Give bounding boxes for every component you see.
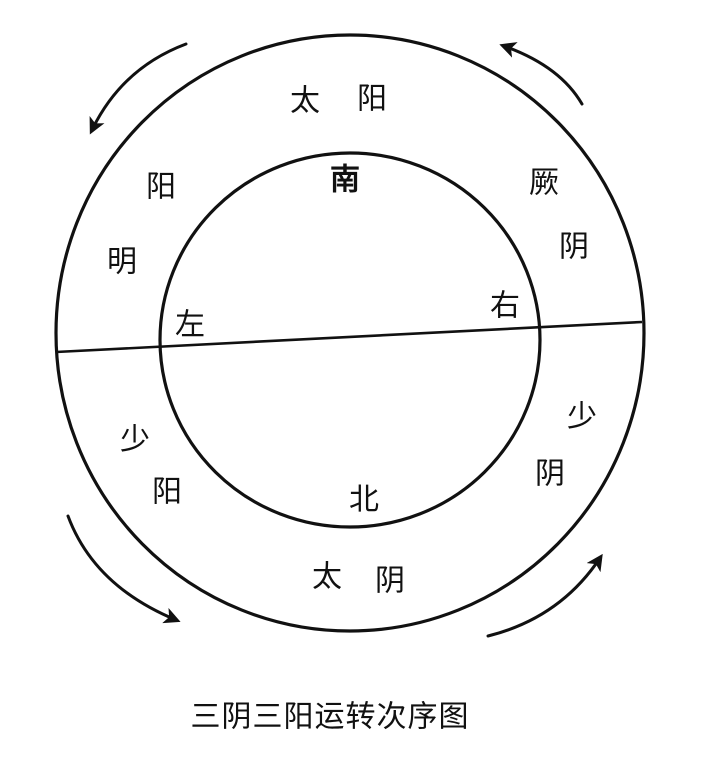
curved-arrow-icon-top-left [89, 42, 188, 135]
label-shaoyin-yin: 阴 [535, 457, 565, 492]
label-jueyin-jue: 厥 [529, 166, 559, 201]
outer-ring [54, 33, 646, 633]
label-left: 左 [175, 308, 205, 343]
label-taiyang-yang: 阳 [357, 82, 387, 117]
horizon-divider-line [55, 320, 643, 354]
label-yangming-ming: 明 [107, 245, 137, 280]
inner-circle [158, 151, 542, 529]
label-shaoyang-shao: 少 [120, 423, 150, 458]
label-south: 南 [330, 163, 360, 198]
inner-circle-labels: 南 北 左 右 [175, 163, 520, 518]
label-taiyin-tai: 太 [312, 560, 342, 595]
label-shaoyang-yang: 阳 [152, 475, 182, 510]
label-right: 右 [490, 289, 520, 324]
label-shaoyin-shao: 少 [567, 400, 597, 435]
curved-arrow-icon-bottom-left [66, 514, 181, 624]
label-yangming-yang: 阳 [146, 170, 176, 205]
outer-ring-labels: 太 阳 阳 明 厥 阴 少 阳 少 阴 太 阴 [107, 82, 597, 599]
curved-arrow-icon-bottom-right [486, 553, 603, 638]
label-north: 北 [349, 483, 379, 518]
label-taiyang-tai: 太 [290, 84, 320, 119]
flow-arrows [66, 42, 603, 638]
curved-arrow-icon-top-right [499, 42, 584, 106]
diagram-caption: 三阴三阳运转次序图 [191, 700, 470, 735]
label-jueyin-yin: 阴 [559, 230, 589, 265]
label-taiyin-yin: 阴 [375, 564, 405, 599]
